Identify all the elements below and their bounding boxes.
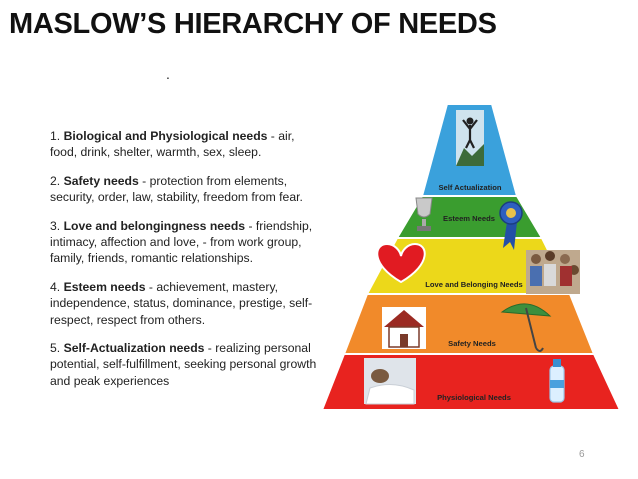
maslow-pyramid: Self Actualization Esteem Needs Love and… — [322, 104, 622, 411]
umbrella-icon — [500, 303, 552, 352]
need-name: Esteem needs — [63, 279, 146, 294]
need-number: 1. — [50, 129, 64, 143]
pyramid-label-esteem: Esteem Needs — [443, 214, 495, 223]
need-number: 3. — [50, 218, 64, 233]
need-item-2: 2. Safety needs - protection from elemen… — [50, 173, 322, 206]
need-number: 4. — [50, 279, 64, 294]
pyramid-label-physiological: Physiological Needs — [437, 393, 511, 402]
slide-title: MASLOW’S HIERARCHY OF NEEDS — [9, 8, 497, 40]
sleeping-person-icon — [364, 358, 416, 405]
pyramid-label-safety: Safety Needs — [448, 339, 496, 348]
need-description: - air, food, drink, shelter, warmth, sex… — [50, 129, 295, 160]
need-item-5: 5. Self-Actualization needs - realizing … — [50, 340, 322, 389]
needs-list: 1. Biological and Physiological needs - … — [50, 128, 322, 401]
pyramid-label-love-belonging: Love and Belonging Needs — [425, 280, 522, 289]
need-name: Love and belongingness needs — [63, 218, 246, 233]
need-name: Biological and Physiological needs — [63, 129, 268, 143]
need-description: - protection from elements, security, or… — [50, 173, 303, 205]
pyramid-label-self-actualization: Self Actualization — [438, 183, 501, 192]
group-hands-icon — [526, 250, 580, 294]
need-item-1: 1. Biological and Physiological needs - … — [50, 128, 322, 161]
need-item-4: 4. Esteem needs - achievement, mastery, … — [50, 279, 322, 328]
need-item-3: 3. Love and belongingness needs - friend… — [50, 218, 322, 267]
house-icon — [382, 307, 426, 349]
stray-dot: . — [166, 66, 170, 82]
trophy-icon — [415, 197, 433, 231]
need-number: 5. — [50, 341, 64, 356]
need-description: - friendship, intimacy, affection and lo… — [50, 218, 313, 266]
heart-icon — [376, 242, 426, 284]
need-name: Safety needs — [63, 173, 139, 188]
need-description: - realizing personal potential, self-ful… — [50, 341, 317, 388]
ribbon-icon — [499, 201, 523, 250]
need-name: Self-Actualization needs — [63, 341, 205, 356]
need-number: 2. — [50, 173, 64, 188]
water-bottle-icon — [549, 359, 565, 403]
page-number: 6 — [579, 449, 585, 460]
person-summit-icon — [456, 110, 484, 166]
need-description: - achievement, mastery, independence, st… — [50, 279, 313, 327]
